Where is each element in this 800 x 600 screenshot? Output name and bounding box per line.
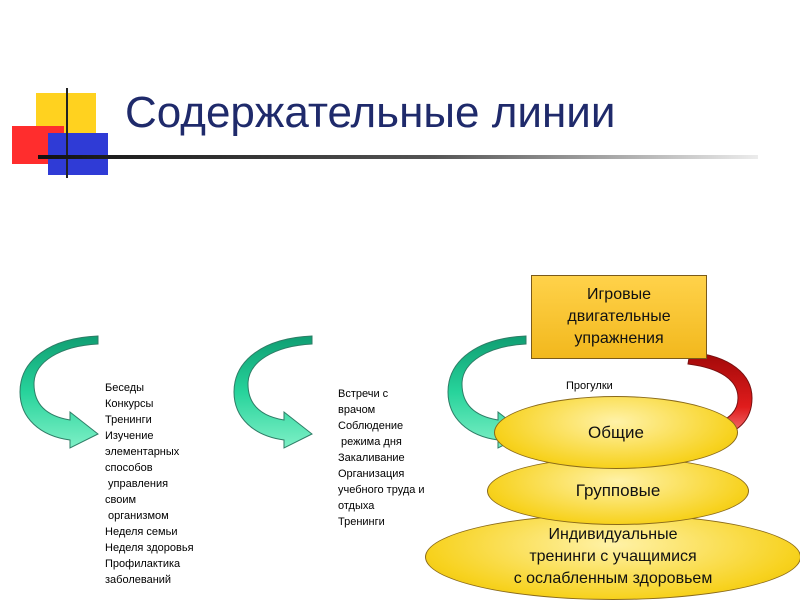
list-item: управления	[105, 478, 169, 490]
list-item: Изучение	[105, 430, 154, 442]
list-item: Встречи с	[338, 388, 389, 400]
list-item: Соблюдение	[338, 420, 404, 432]
list-item: Тренинги	[338, 516, 385, 528]
ellipse-common: Общие	[494, 396, 738, 469]
list-item: заболеваний	[105, 574, 172, 586]
title-underline	[38, 155, 758, 159]
list-item: Неделя семьи	[105, 526, 178, 538]
list-item: отдыха	[338, 500, 375, 512]
green-curved-arrow-icon	[233, 335, 313, 449]
slide-title: Содержательные линии	[125, 88, 616, 137]
list-item: своим	[105, 494, 137, 506]
list-item: Закаливание	[338, 452, 405, 464]
play-box-line: упражнения	[574, 330, 664, 347]
play-box-line: Игровые	[586, 286, 651, 303]
list-item: врачом	[338, 404, 376, 416]
play-exercises-box: Игровые двигательные упражнения	[531, 275, 707, 359]
green-curved-arrow-icon	[19, 335, 99, 449]
note-walks: Прогулки	[566, 380, 613, 392]
list-item: организмом	[105, 510, 169, 522]
list-item: Конкурсы	[105, 398, 154, 410]
ellipse-individual-line: тренинги с учащимися	[529, 548, 697, 565]
play-box-line: двигательные	[567, 308, 671, 325]
ellipse-individual: Индивидуальные тренинги с учащимися с ос…	[425, 514, 800, 600]
list-item: Беседы	[105, 382, 145, 394]
decor-square-blue	[48, 133, 108, 175]
list-item: элементарных	[105, 446, 180, 458]
list-item: Профилактика	[105, 558, 181, 570]
list-item: Организация	[338, 468, 405, 480]
ellipse-individual-line: с ослабленным здоровьем	[513, 570, 713, 587]
list-item: учебного труда и	[338, 484, 425, 496]
list-item: способов	[105, 462, 153, 474]
list-item: Тренинги	[105, 414, 152, 426]
ellipse-individual-line: Индивидуальные	[548, 526, 678, 543]
list-item: режима дня	[338, 436, 402, 448]
decor-vertical-line	[66, 88, 68, 178]
list-item: Неделя здоровья	[105, 542, 194, 554]
